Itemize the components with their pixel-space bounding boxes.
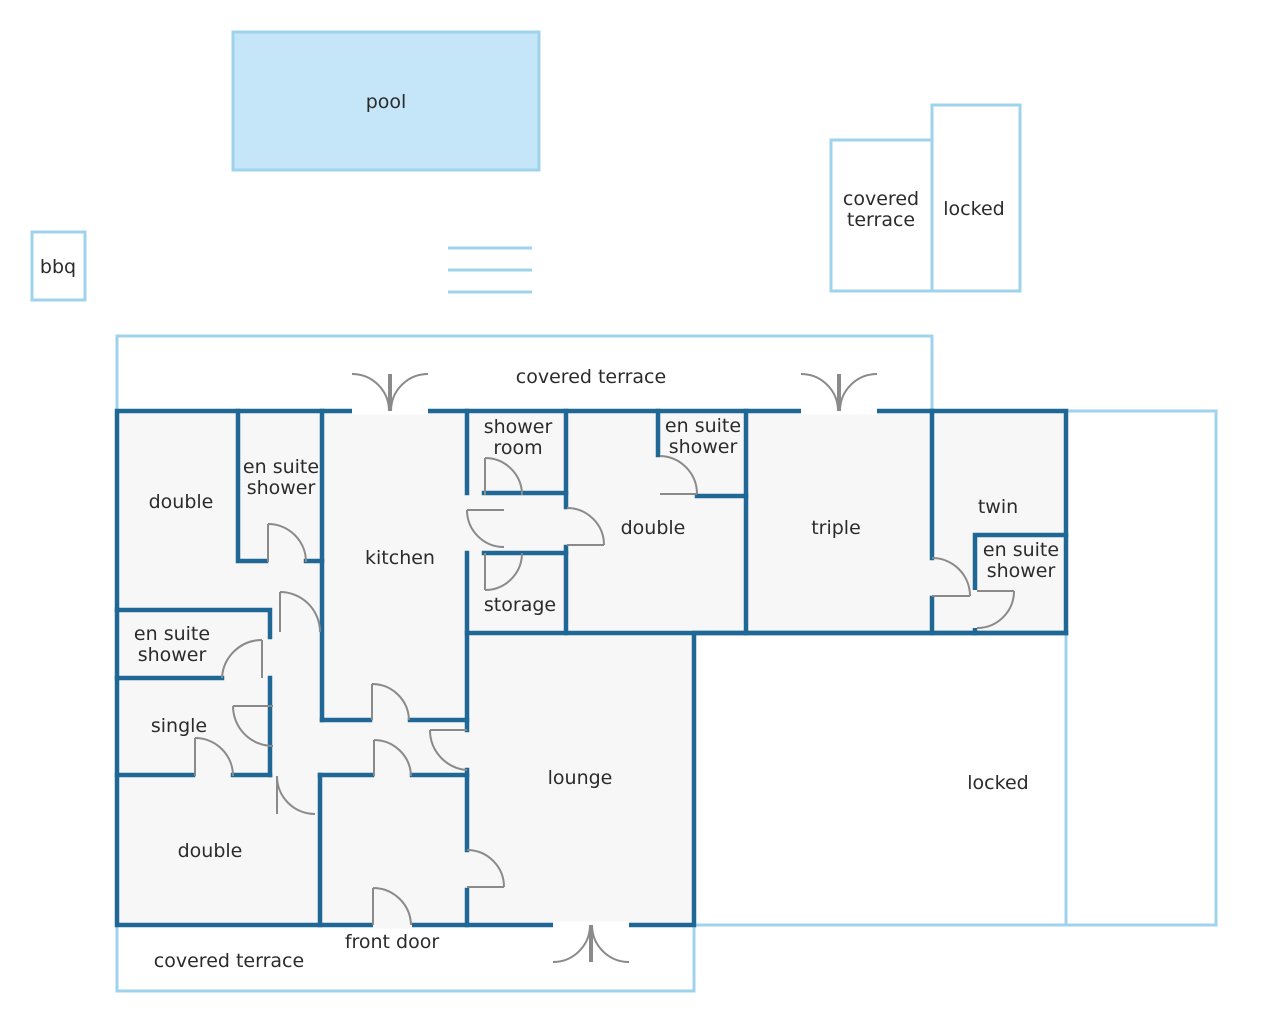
room-ensuite-3-line2: shower [987,560,1056,582]
outbuilding-terrace-label-1: covered [843,188,919,210]
outbuilding-terrace-label-2: terrace [847,209,915,231]
room-lounge: lounge [548,767,613,789]
outbuilding-locked-label: locked [943,198,1004,220]
room-ensuite-4-line2: shower [138,644,207,666]
room-storage: storage [484,594,556,616]
locked-area [1064,409,1218,927]
covered-terrace-top-label: covered terrace [516,366,666,388]
room-ensuite-4-line1: en suite [134,623,210,645]
room-double-bottom-left: double [178,840,243,862]
front-door-label: front door [345,931,440,953]
room-double-middle: double [621,517,686,539]
outbuilding-locked [930,103,1022,293]
pool [231,30,541,172]
room-ensuite-3-line1: en suite [983,539,1059,561]
pool-label: pool [366,91,407,113]
room-shower-room-line2: room [493,437,542,459]
room-ensuite-2-line2: shower [669,436,738,458]
room-triple: triple [811,517,861,539]
room-ensuite-1-line2: shower [247,477,316,499]
room-single: single [151,715,207,737]
room-twin: twin [978,496,1018,518]
covered-terrace-bottom-label: covered terrace [154,950,304,972]
walls [114,408,1069,928]
room-shower-room-line1: shower [484,416,553,438]
bbq-label: bbq [40,256,76,278]
room-ensuite-2-line1: en suite [665,415,741,437]
locked-area-label: locked [967,772,1028,794]
bbq [30,230,87,302]
room-ensuite-1-line1: en suite [243,456,319,478]
door-swings [194,373,1015,963]
room-kitchen: kitchen [365,547,435,569]
room-double-top-left: double [149,491,214,513]
steps [448,246,532,294]
